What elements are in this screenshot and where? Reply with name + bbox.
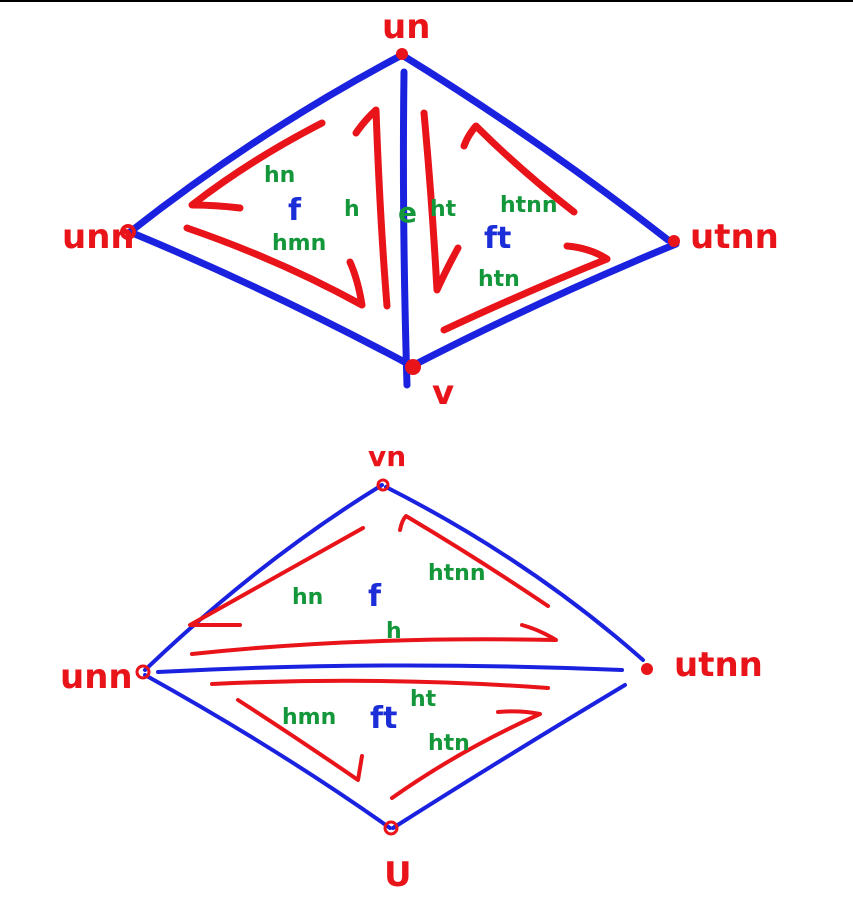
bottom-edge-label-lower-left: hmn: [282, 705, 336, 730]
top-arrow-upper-right: [460, 122, 578, 216]
bottom-vertex-bottom-label: U: [384, 855, 412, 895]
bottom-edge-label-lower-right: htn: [428, 731, 470, 756]
bottom-edge-top-left: [143, 483, 384, 672]
bottom-edge-label-lower-middle: ht: [410, 687, 437, 712]
top-arrow-ht: [420, 109, 462, 294]
top-vertex-top-label: un: [382, 7, 430, 47]
bottom-vertex-right-dot: [641, 663, 653, 675]
top-diagram-vertices: [120, 48, 680, 375]
top-edge-top-right: [398, 51, 672, 244]
bottom-edge-top-right: [384, 485, 645, 662]
bottom-edge-horizontal: [156, 663, 624, 674]
bottom-arrow-upper-left: [188, 526, 365, 628]
bottom-diagram: vn unn utnn U f ft hn htnn h ht hmn htn: [60, 440, 763, 895]
top-vertex-top-dot: [396, 48, 408, 60]
top-vertex-right-dot: [668, 235, 680, 247]
top-face-center-label: e: [398, 196, 417, 229]
bottom-vertex-right-label: utnn: [674, 645, 763, 685]
bottom-arrow-h: [190, 623, 558, 656]
top-edge-label-lower-left: hmn: [272, 231, 326, 256]
bottom-vertex-top-dot: [376, 478, 390, 492]
top-vertex-bottom-dot: [405, 359, 421, 375]
bottom-diagram-edges: [143, 483, 645, 830]
top-face-right-label: ft: [484, 221, 511, 256]
top-edge-right-bottom: [408, 240, 680, 370]
top-edge-label-middle-right: ht: [430, 197, 457, 222]
top-vertex-bottom-label: v: [432, 373, 454, 413]
top-arrow-upper-left: [188, 119, 326, 212]
top-arrow-h: [352, 106, 391, 310]
top-edge-top-left: [126, 51, 406, 236]
bottom-face-bottom-label: ft: [370, 701, 397, 736]
bottom-arrow-lower-left: [236, 698, 364, 782]
top-diagram: un unn utnn v f ft e hn hmn h ht htnn ht…: [62, 7, 779, 413]
bottom-diagram-arrows: [188, 514, 558, 800]
top-edge-vertical: [399, 68, 411, 389]
bottom-arrow-upper-right: [398, 514, 550, 608]
bottom-edge-label-upper-right: htnn: [428, 561, 486, 586]
bottom-diagram-vertices: [135, 478, 653, 836]
top-edge-label-lower-right: htn: [478, 267, 520, 292]
top-diagram-arrows: [183, 106, 611, 334]
bottom-edge-right-bottom: [391, 683, 627, 830]
bottom-arrow-lower-right: [390, 709, 542, 800]
top-face-left-label: f: [288, 193, 302, 228]
bottom-face-top-label: f: [368, 579, 382, 614]
bottom-edge-left-bottom: [143, 673, 392, 830]
top-edge-label-upper-left: hn: [264, 163, 295, 188]
bottom-vertex-bottom-dot: [383, 820, 399, 836]
bottom-arrow-ht: [210, 678, 550, 690]
bottom-vertex-top-label: vn: [368, 440, 406, 473]
top-arrow-lower-right: [440, 242, 611, 334]
top-arrow-lower-left: [183, 224, 366, 309]
bottom-vertex-left-label: unn: [60, 657, 133, 697]
top-edge-label-middle-left: h: [344, 197, 360, 222]
bottom-edge-label-upper-middle: h: [386, 619, 402, 644]
bottom-vertex-left-dot: [135, 664, 151, 680]
top-edge-left-bottom: [126, 228, 416, 370]
top-vertex-left-label: unn: [62, 217, 135, 257]
top-edge-label-upper-right: htnn: [500, 193, 558, 218]
top-vertex-right-label: utnn: [690, 217, 779, 257]
top-vertex-left-dot: [120, 224, 136, 240]
top-diagram-edges: [126, 51, 680, 389]
bottom-edge-label-upper-left: hn: [292, 585, 323, 610]
